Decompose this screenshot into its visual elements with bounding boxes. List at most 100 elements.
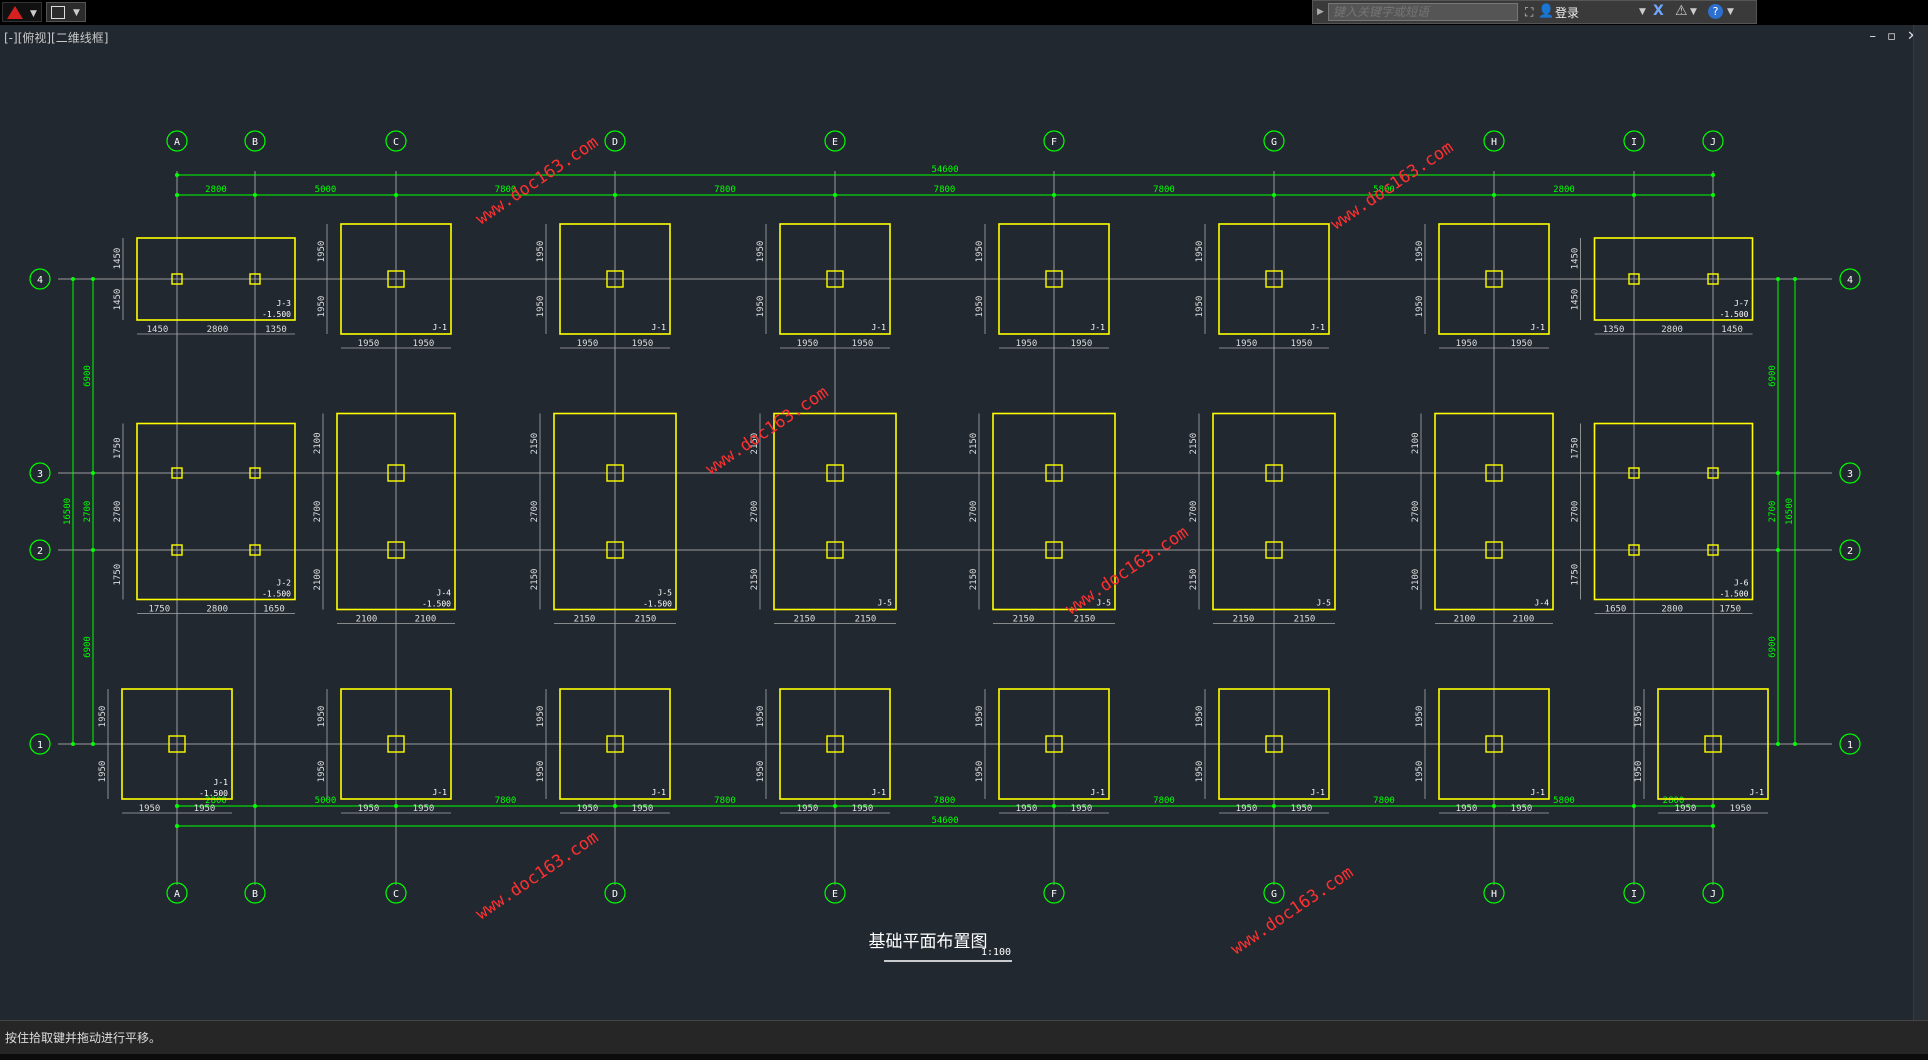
dimension-text: 16500	[1785, 498, 1795, 525]
dimension-tick	[1052, 193, 1056, 197]
footing-outline	[998, 223, 1110, 335]
login-button[interactable]: 登录	[1555, 6, 1580, 20]
application-menu-button[interactable]: ▼	[2, 2, 42, 22]
chevron-down-icon[interactable]: ▼	[1727, 7, 1734, 17]
watermark-text: www.doc163.com	[702, 382, 832, 479]
a360-icon[interactable]: ⚠	[1675, 3, 1688, 19]
column-stub	[1045, 735, 1063, 753]
axis-label-C: C	[393, 889, 399, 900]
column-stub	[168, 735, 186, 753]
chevron-down-icon[interactable]: ▼	[1690, 7, 1697, 17]
column-stub	[1704, 735, 1722, 753]
axis-label-F: F	[1051, 137, 1057, 148]
footing-width-dim: 1950	[1511, 339, 1533, 349]
footing-height-dim: 1750	[113, 437, 123, 459]
footing-height-dim: 2150	[1189, 433, 1199, 455]
footing-outline	[136, 422, 296, 601]
expand-arrow-icon[interactable]: ▶	[1317, 7, 1324, 17]
footing-outline	[1438, 223, 1550, 335]
vertical-scrollbar[interactable]	[1913, 25, 1928, 1020]
footing-width-dim: 1950	[1456, 339, 1478, 349]
left-total-dim: 16500	[63, 277, 75, 746]
dimension-tick	[1711, 193, 1715, 197]
column-stub	[606, 270, 624, 288]
user-icon[interactable]: 👤	[1538, 4, 1555, 19]
chevron-down-icon[interactable]: ▼	[1639, 7, 1646, 17]
viewport-controls-label[interactable]: [-][俯视][二维线框]	[4, 31, 109, 45]
footing-outline	[340, 688, 452, 800]
footing-width-dim: 1950	[1071, 339, 1093, 349]
footing-width-dim: 1950	[632, 339, 654, 349]
footing-width-dim: 1950	[1291, 339, 1313, 349]
axis-label-D: D	[612, 889, 618, 900]
footing-outline	[779, 688, 891, 800]
minimize-icon[interactable]: –	[1869, 29, 1877, 44]
footing-width-dim: 1950	[632, 804, 654, 814]
exchange-apps-icon[interactable]: X	[1653, 3, 1664, 19]
dimension-tick	[613, 193, 617, 197]
restore-icon[interactable]: ▫	[1887, 29, 1896, 44]
footing-height-dim: 1950	[975, 241, 985, 263]
footing-label: J-1	[1531, 788, 1546, 797]
axis-label-A: A	[174, 137, 180, 148]
footing-width-dim: 1950	[1016, 804, 1038, 814]
footing-width-dim: 1950	[358, 804, 380, 814]
column-stub	[387, 735, 405, 753]
dimension-tick	[1632, 804, 1636, 808]
dimension-text: 2700	[1768, 501, 1778, 523]
dimension-tick	[613, 804, 617, 808]
footing-width-dim: 1950	[852, 339, 874, 349]
footing-width-dim: 2150	[1074, 615, 1096, 625]
dimension-tick	[1776, 548, 1780, 552]
dimension-tick	[1272, 193, 1276, 197]
right-total-dim: 16500	[1785, 277, 1797, 746]
axis-label-G: G	[1271, 137, 1277, 148]
footing-label: J-5	[1317, 599, 1332, 608]
axis-bubble-E	[824, 130, 846, 152]
footing-height-dim: 2700	[969, 501, 979, 523]
footing-elevation: -1.500	[262, 310, 291, 319]
help-icon[interactable]: ?	[1708, 4, 1723, 19]
footing-height-dim: 1950	[98, 761, 108, 783]
axis-bubble-2	[1839, 539, 1861, 561]
dimension-text: 2700	[83, 501, 93, 523]
dimension-text: 2800	[1663, 796, 1685, 806]
column-stub	[1045, 541, 1063, 559]
watermark-text: www.doc163.com	[472, 827, 602, 924]
footing-height-dim: 1950	[317, 296, 327, 318]
close-icon[interactable]: ✕	[1907, 29, 1918, 44]
axis-label-H: H	[1491, 137, 1497, 148]
dimension-text: 5800	[1373, 185, 1395, 195]
quick-access-toolbar[interactable]: ▼	[46, 2, 86, 22]
footing-width-dim: 1450	[147, 325, 169, 335]
footing-width-dim: 1950	[852, 804, 874, 814]
footing-label: J-6	[1734, 579, 1749, 588]
column-stub	[387, 464, 405, 482]
bottom-strip	[0, 1054, 1928, 1060]
footing-outline	[121, 688, 233, 800]
dimension-text: 5800	[1553, 796, 1575, 806]
column-stub	[249, 467, 261, 479]
footing-elevation: -1.500	[1720, 590, 1749, 599]
footing-outline	[1218, 688, 1330, 800]
dimension-tick	[1776, 471, 1780, 475]
drawing-area[interactable]: [-][俯视][二维线框] – ▫ ✕	[0, 25, 1928, 1020]
column-stub	[1485, 541, 1503, 559]
footing-height-dim: 2700	[750, 501, 760, 523]
column-stub	[1485, 735, 1503, 753]
footing-width-dim: 1950	[1675, 804, 1697, 814]
footing-outline	[336, 412, 456, 611]
footing-width-dim: 2100	[1454, 615, 1476, 625]
footing-width-dim: 1950	[1071, 804, 1093, 814]
column-stub	[826, 541, 844, 559]
search-input[interactable]	[1328, 3, 1518, 21]
footing-width-dim: 2800	[206, 605, 228, 615]
binoculars-icon[interactable]: ⛶	[1525, 5, 1534, 19]
